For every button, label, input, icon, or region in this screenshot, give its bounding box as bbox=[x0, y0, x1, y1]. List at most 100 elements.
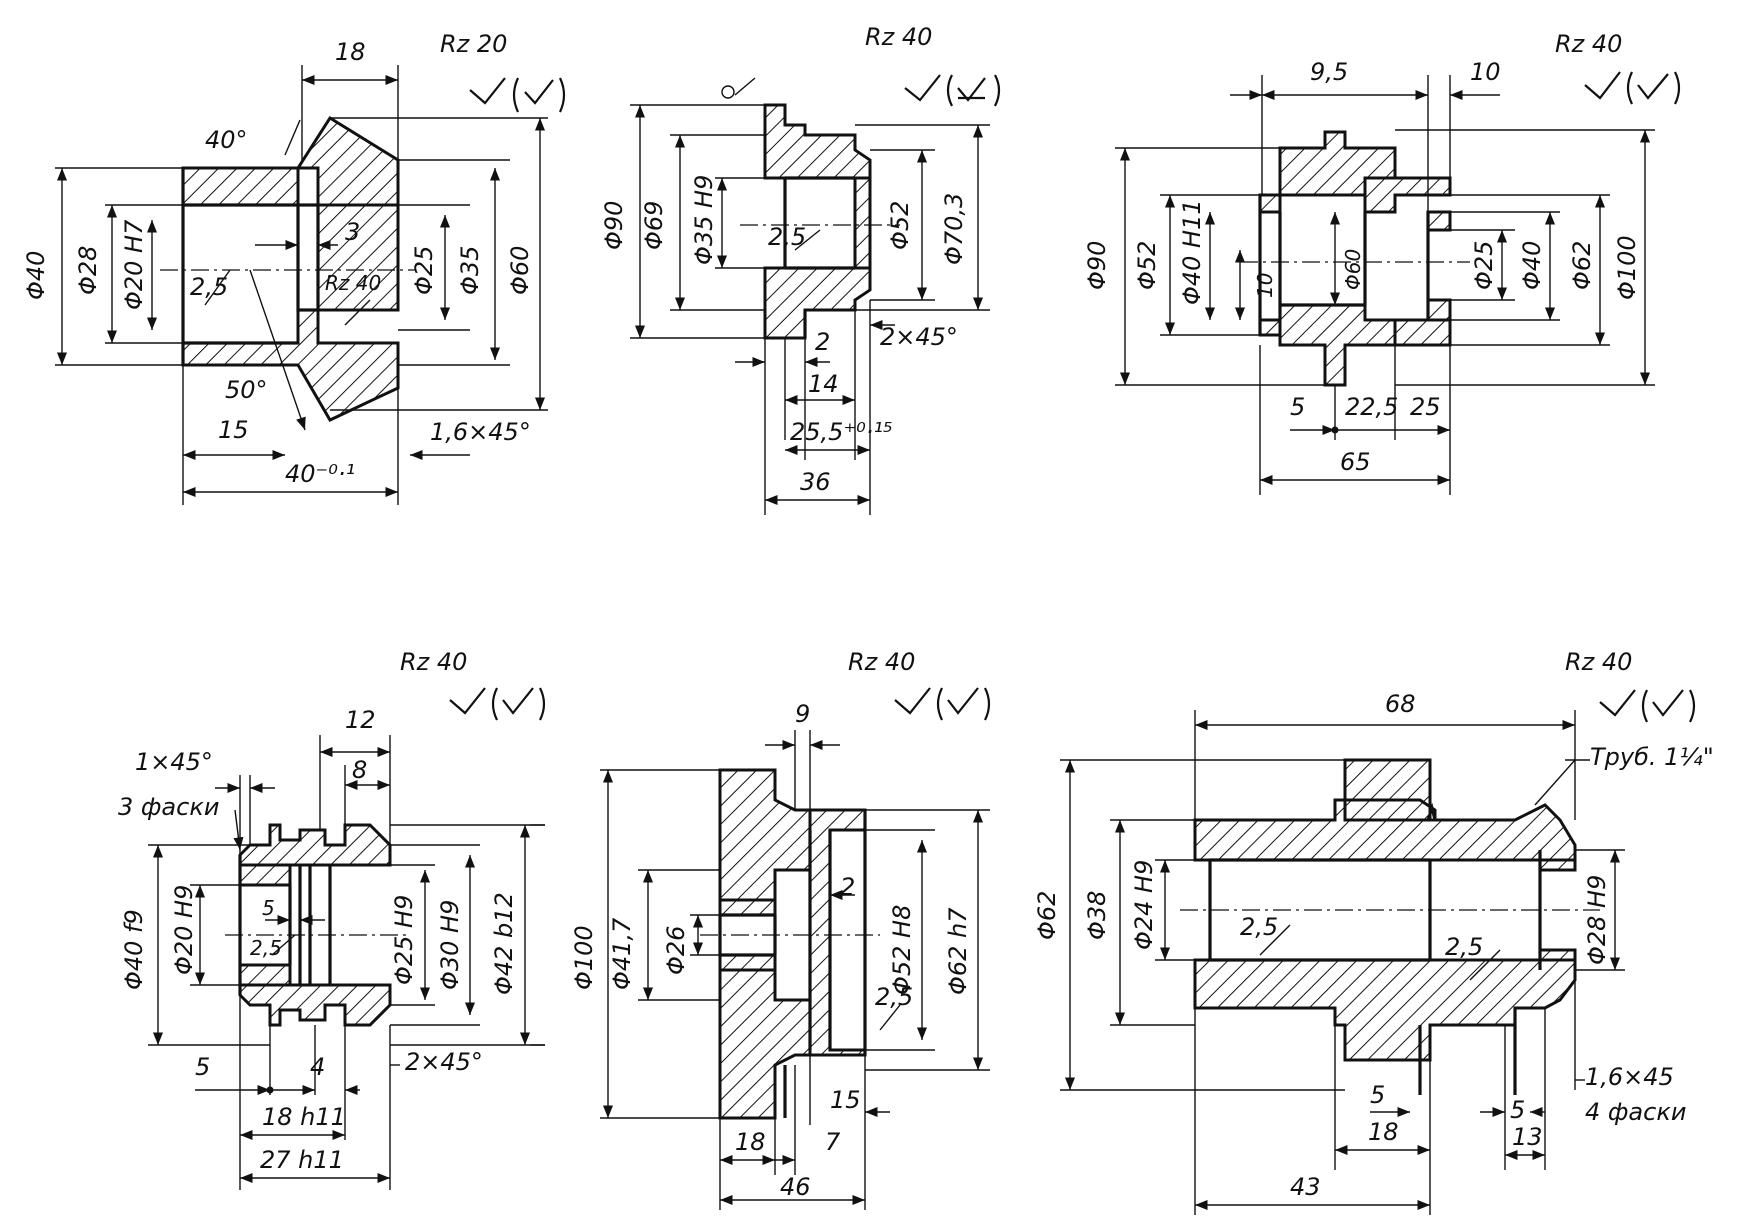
part6-dim-l5: 13 bbox=[1512, 1123, 1543, 1151]
part2-dim-r1: 2,5 bbox=[768, 223, 806, 251]
part2-section bbox=[740, 103, 900, 340]
part4-roughness-symbol bbox=[449, 687, 546, 721]
part1-roughness-label: Rz 20 bbox=[440, 30, 507, 58]
part2-dim-d1: Φ90 bbox=[600, 201, 628, 250]
part4-dim-l1: 12 bbox=[345, 706, 376, 734]
part5-dim-l1: 9 bbox=[795, 700, 810, 728]
part4-dim-c1: 1×45° bbox=[135, 748, 213, 776]
part6-dim-ch: 1,6×45 bbox=[1585, 1063, 1674, 1091]
part6-dimension-lines bbox=[1060, 710, 1625, 1215]
part1-dim-a1: 40° bbox=[205, 126, 248, 154]
part1-dim-d6: Φ60 bbox=[506, 246, 534, 295]
part4-dim-l7: 27 h11 bbox=[260, 1146, 344, 1174]
part6-dim-l1: 68 bbox=[1385, 690, 1416, 718]
part2-dim-d3: Φ35 H9 bbox=[690, 175, 718, 265]
part5-dim-d5: Φ62 h7 bbox=[944, 907, 972, 995]
drawing-part1: Rz 20 18 40° Φ40 Φ28 Φ20 H7 2,5 3 Rz 40 … bbox=[22, 30, 566, 505]
part6-dim-d4: Φ28 H9 bbox=[1583, 875, 1611, 965]
part1-section bbox=[160, 115, 415, 422]
part2-dim-ch: 2×45° bbox=[880, 323, 958, 351]
part4-dim-l4: 5 bbox=[195, 1053, 210, 1081]
part4-dim-d4: Φ30 H9 bbox=[436, 900, 464, 990]
part3-dim-d5: Φ25 bbox=[1470, 241, 1498, 290]
part4-dim-d1: Φ40 f9 bbox=[120, 909, 148, 990]
part1-dim-l3: 40⁻⁰·¹ bbox=[285, 460, 355, 488]
part6-dim-c2: 4 фаски bbox=[1585, 1098, 1686, 1126]
part3-dim-l5: 22,5 bbox=[1345, 393, 1398, 421]
part4-dim-l2: 8 bbox=[352, 756, 367, 784]
part4-dim-d2: Φ20 H9 bbox=[170, 885, 198, 975]
part3-dim-d8: Φ100 bbox=[1613, 235, 1641, 300]
part1-roughness-symbol bbox=[469, 77, 566, 113]
part3-dim-l1: 9,5 bbox=[1310, 58, 1348, 86]
part4-dim-d5: Φ42 b12 bbox=[490, 892, 518, 995]
part4-dim-l5: 4 bbox=[310, 1053, 325, 1081]
part6-dim-d1: Φ62 bbox=[1033, 891, 1061, 940]
part2-dim-d5: Φ70,3 bbox=[940, 193, 968, 265]
part5-dim-d2: Φ41,7 bbox=[608, 917, 636, 990]
part6-dim-d3: Φ24 H9 bbox=[1130, 860, 1158, 950]
part3-dim-l3: 10 bbox=[1253, 273, 1277, 298]
part3-dim-d6: Φ40 bbox=[1518, 241, 1546, 290]
drawing-part6: Rz 40 68 Труб. 1¼" Φ62 Φ38 Φ24 H9 2,5 2,… bbox=[1033, 648, 1714, 1215]
part6-dim-r1: 2,5 bbox=[1240, 913, 1278, 941]
part2-roughness-symbol bbox=[904, 74, 1001, 107]
part5-dim-l5: 7 bbox=[825, 1128, 841, 1156]
part2-dim-l1: 2 bbox=[815, 328, 830, 356]
part6-dim-l4: 18 bbox=[1368, 1118, 1399, 1146]
part4-dimension-lines bbox=[148, 735, 545, 1190]
part3-dim-d4: Φ60 bbox=[1341, 249, 1365, 290]
part3-dim-d2: Φ52 bbox=[1133, 241, 1161, 290]
part1-dim-r1: 2,5 bbox=[190, 273, 228, 301]
part2-dim-l2: 14 bbox=[808, 370, 839, 398]
part6-roughness-symbol bbox=[1599, 689, 1696, 723]
part2-roughness-label: Rz 40 bbox=[865, 23, 932, 51]
part6-dim-l2: 5 bbox=[1370, 1081, 1385, 1109]
drawing-part4: Rz 40 12 1×45° 8 3 фаски Φ40 f9 Φ20 H9 5… bbox=[118, 648, 546, 1190]
part4-dim-l3: 5 bbox=[262, 896, 275, 920]
part5-dim-d1: Φ100 bbox=[570, 925, 598, 990]
part1-dim-l1: 18 bbox=[335, 38, 366, 66]
part6-dim-l3: 5 bbox=[1510, 1096, 1525, 1124]
drawing-part5: Rz 40 9 Φ100 Φ41,7 Φ26 2 Φ52 H8 Φ62 h7 2… bbox=[570, 648, 991, 1210]
part1-dim-r2: Rz 40 bbox=[325, 271, 381, 295]
part5-dim-l6: 46 bbox=[780, 1173, 811, 1201]
part6-roughness-label: Rz 40 bbox=[1565, 648, 1632, 676]
part1-dim-d5: Φ35 bbox=[456, 246, 484, 295]
part3-dim-d1: Φ90 bbox=[1083, 241, 1111, 290]
part5-roughness-symbol bbox=[894, 687, 991, 721]
part3-dimension-lines bbox=[1115, 75, 1655, 495]
part5-dim-d3: Φ26 bbox=[662, 926, 690, 975]
part5-roughness-label: Rz 40 bbox=[848, 648, 915, 676]
part1-dim-l4: 3 bbox=[345, 218, 360, 246]
part1-dim-d4: Φ25 bbox=[410, 246, 438, 295]
part4-dim-l6: 18 h11 bbox=[262, 1103, 346, 1131]
part4-roughness-label: Rz 40 bbox=[400, 648, 467, 676]
part2-dim-d2: Φ69 bbox=[640, 201, 668, 250]
part5-dim-l3: 15 bbox=[830, 1086, 861, 1114]
part2-dim-d4: Φ52 bbox=[886, 201, 914, 250]
part3-roughness-symbol bbox=[1584, 71, 1681, 105]
part5-dim-l4: 18 bbox=[735, 1128, 766, 1156]
part6-dim-l6: 43 bbox=[1290, 1173, 1321, 1201]
part2-dim-l3: 25,5⁺⁰·¹⁵ bbox=[790, 418, 893, 446]
part3-dim-d3: Φ40 H11 bbox=[1178, 199, 1206, 305]
part1-dim-d1: Φ40 bbox=[22, 251, 50, 300]
part5-section bbox=[700, 768, 880, 1120]
part3-dim-l6: 25 bbox=[1410, 393, 1441, 421]
part2-dimension-lines bbox=[630, 77, 990, 515]
part1-dim-ch: 1,6×45° bbox=[430, 418, 531, 446]
part3-dim-d7: Φ62 bbox=[1568, 241, 1596, 290]
drawing-part2: Rz 40 Φ90 Φ69 Φ35 H9 2,5 Φ52 Φ70,3 2 2×4… bbox=[600, 23, 1001, 515]
part3-dim-l4: 5 bbox=[1290, 393, 1305, 421]
part4-dim-d3: Φ25 H9 bbox=[390, 895, 418, 985]
part4-dim-c2: 3 фаски bbox=[118, 793, 219, 821]
part6-dim-r2: 2,5 bbox=[1445, 933, 1483, 961]
part6-section bbox=[1180, 758, 1600, 1095]
part3-roughness-label: Rz 40 bbox=[1555, 30, 1622, 58]
part5-dim-r1: 2,5 bbox=[875, 983, 913, 1011]
part5-dim-l2: 2 bbox=[840, 873, 855, 901]
part1-dim-d2: Φ28 bbox=[74, 246, 102, 295]
part3-dim-l2: 10 bbox=[1470, 58, 1501, 86]
